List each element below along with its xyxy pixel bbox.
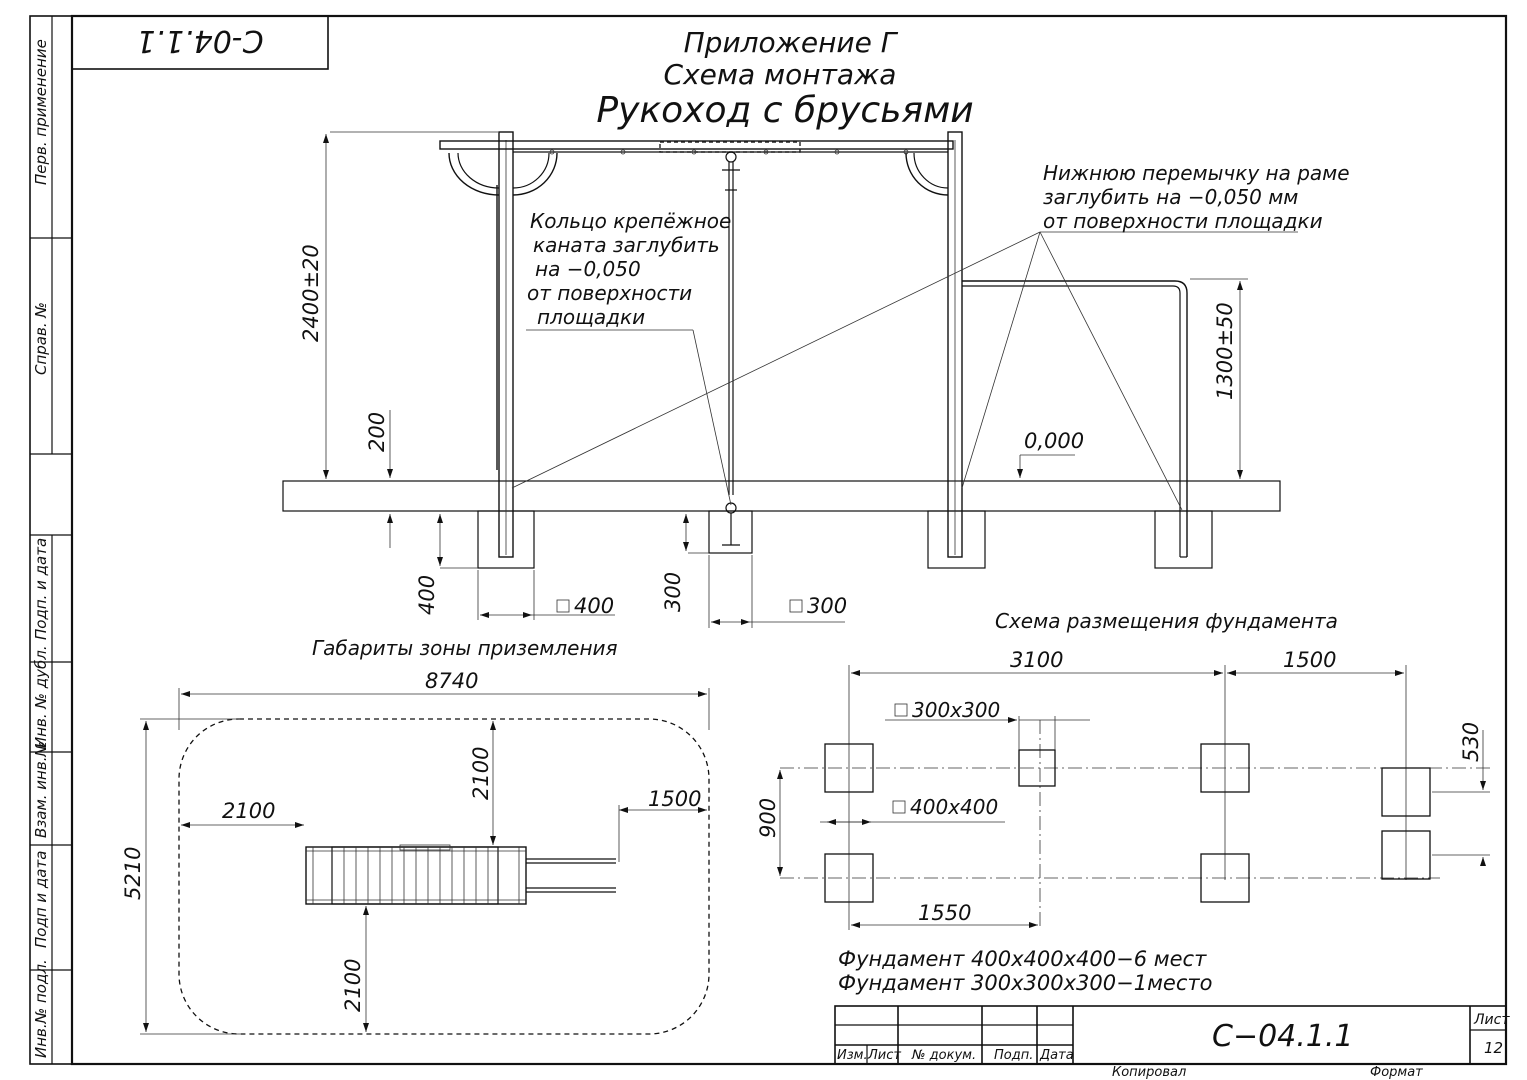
stamp-header-doc: № докум. [911, 1048, 976, 1063]
foundation-note-2: Фундамент 300х300х300−1место [838, 971, 1212, 995]
stamp-sheet-code: С−04.1.1 [1212, 1019, 1354, 1054]
square-symbol-icon [894, 703, 908, 717]
level-mark: 0,000 [1024, 429, 1084, 453]
side-labels: Перв. применение Справ. № Подп. и дата И… [32, 39, 50, 1058]
stamp-sheet-number: 12 [1484, 1039, 1503, 1057]
title-block: Изм. Лист № докум. Подп. Дата Лист Копир… [834, 1005, 1510, 1080]
square-symbol-icon [789, 599, 803, 613]
dim-height-bars: 1300±50 [1213, 302, 1237, 400]
foundation-layout-view: Схема размещения фундамента 3100 1500 30… [756, 609, 1490, 995]
ring-note-line-4: от поверхности [527, 281, 692, 305]
dim-200: 200 [365, 412, 389, 452]
dim-square-400: 400 [574, 594, 614, 618]
side-label-first-use: Перв. применение [32, 39, 50, 185]
landing-top-clearance: 2100 [469, 747, 493, 800]
landing-zone-view: Габариты зоны приземления 8740 5210 [121, 636, 710, 1035]
ring-note-line-1: Кольцо крепёжное [530, 209, 731, 233]
elevation-view [282, 131, 1298, 628]
landing-width: 8740 [425, 669, 478, 693]
side-label-sign-date-1: Подп. и дата [32, 538, 50, 640]
landing-height: 5210 [121, 847, 145, 900]
sheet-frame [29, 14, 1508, 1066]
foundation-title: Схема размещения фундамента [995, 609, 1338, 633]
foundation-dim-900: 900 [756, 798, 780, 838]
stamp-header-date: Дата [1039, 1048, 1074, 1063]
foundation-large-label: 400х400 [910, 795, 998, 819]
lintel-note: Нижнюю перемычку на раме заглубить на −0… [1043, 161, 1350, 233]
ring-note-line-2: каната заглубить [533, 233, 720, 257]
foundation-note-1: Фундамент 400х400х400−6 мест [838, 947, 1207, 971]
side-label-reference: Справ. № [32, 302, 50, 375]
side-label-replace-inv: Взам. инв.№ [32, 741, 50, 838]
side-label-orig-inv: Инв.№ подл. [32, 959, 50, 1058]
stamp-header-change: Изм. [837, 1048, 868, 1063]
landing-bottom-clearance: 2100 [341, 959, 365, 1012]
stamp-header-sign: Подп. [994, 1048, 1033, 1063]
lintel-note-line-2: заглубить на −0,050 мм [1043, 185, 1298, 209]
dim-height-total: 2400±20 [299, 244, 323, 342]
stamp-sheet-label: Лист [1473, 1012, 1510, 1028]
foundation-dim-530: 530 [1459, 722, 1483, 762]
landing-left-clearance: 2100 [222, 799, 275, 823]
title-scheme: Схема монтажа [664, 58, 897, 91]
lintel-note-line-1: Нижнюю перемычку на раме [1043, 161, 1350, 185]
dim-square-300: 300 [807, 594, 847, 618]
lintel-note-line-3: от поверхности площадки [1043, 209, 1323, 233]
foundation-dim-3100: 3100 [1010, 648, 1063, 672]
dim-400: 400 [415, 575, 439, 615]
ring-note-line-5: площадки [537, 305, 645, 329]
side-label-dup-inv: Инв. № дубл. [32, 645, 50, 748]
stamp-header-sheet: Лист [867, 1048, 901, 1063]
landing-right-clearance: 1500 [648, 787, 701, 811]
elevation-labels: 2400±20 200 400 300 1300±50 0,000 400 30… [299, 244, 1237, 618]
square-symbol-icon [892, 800, 906, 814]
square-symbol-icon [556, 599, 570, 613]
stamp-format: Формат [1370, 1065, 1423, 1080]
title-appendix: Приложение Г [684, 26, 899, 59]
stamp-copied: Копировал [1112, 1065, 1186, 1080]
top-code-box: С-04.1.1 [71, 15, 329, 70]
landing-title: Габариты зоны приземления [312, 636, 618, 660]
foundation-small-label: 300х300 [912, 698, 1000, 722]
drawing-title: Приложение Г Схема монтажа Рукоход с бру… [596, 26, 973, 131]
foundation-dim-1500: 1500 [1283, 648, 1336, 672]
ring-note: Кольцо крепёжное каната заглубить на −0,… [527, 209, 731, 329]
ring-note-line-3: на −0,050 [535, 257, 641, 281]
side-label-sign-date-2: Подп и дата [32, 851, 50, 948]
top-sheet-code: С-04.1.1 [136, 23, 263, 58]
foundation-dim-1550: 1550 [918, 901, 971, 925]
dim-300: 300 [661, 572, 685, 612]
title-product: Рукоход с брусьями [596, 90, 973, 131]
